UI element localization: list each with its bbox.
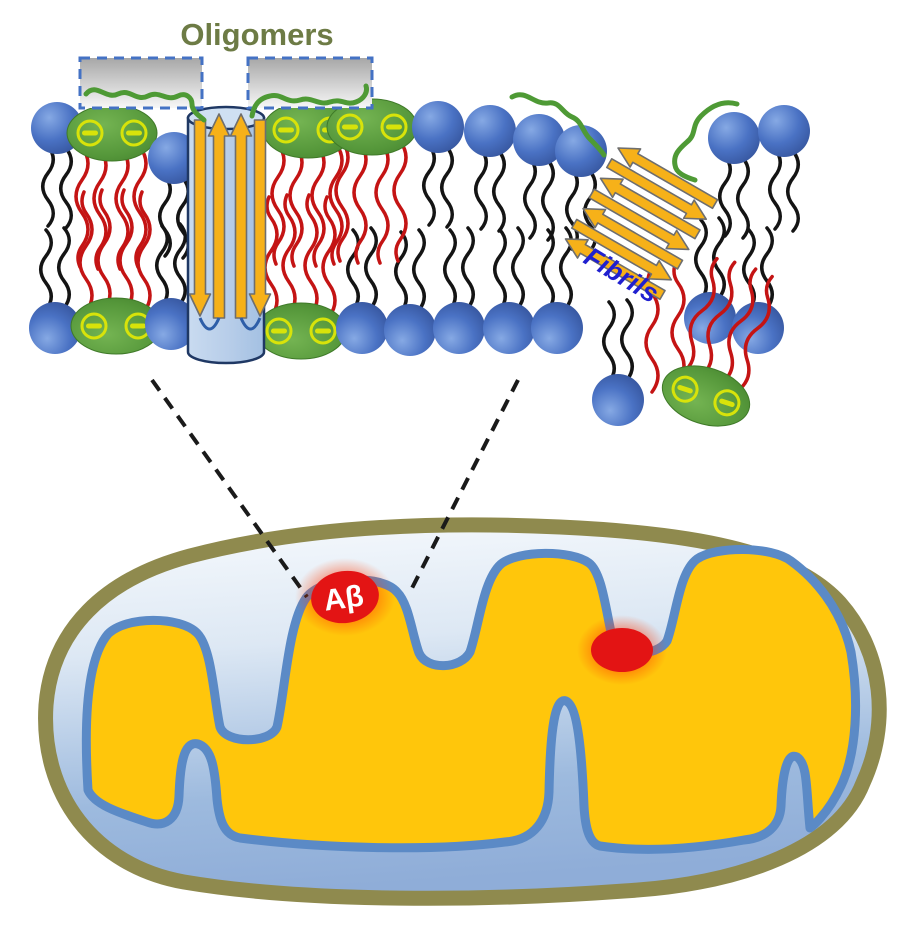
- phospholipid: [708, 112, 760, 238]
- abeta-label: Aβ: [322, 579, 366, 617]
- peptide-squiggle: [83, 87, 207, 123]
- phospholipid: [384, 230, 436, 356]
- phospholipid: [483, 228, 535, 354]
- abeta-spot-labeled: Aβ: [295, 558, 395, 636]
- zoom-connectors: [150, 378, 520, 599]
- amyloid-pore: [186, 105, 272, 365]
- phospholipid: [433, 228, 485, 354]
- membrane-diagram: Oligomers Fibrils: [29, 17, 810, 437]
- pore-strand-loops: [198, 317, 262, 331]
- red-oval: [591, 628, 653, 672]
- oligomer-region: Oligomers: [78, 17, 374, 123]
- phospholipid: [513, 114, 565, 240]
- fibril-stack: [564, 147, 719, 301]
- zoom-dashed-line-left: [150, 378, 309, 599]
- abeta-oval: [311, 570, 379, 624]
- phospholipid: [758, 105, 810, 231]
- oligomers-label: Oligomers: [180, 17, 333, 52]
- mitochondrion: [38, 517, 887, 906]
- peptide-squiggle: [249, 83, 369, 119]
- zoom-dashed-line-right: [407, 379, 520, 595]
- peptide-squiggle: [672, 100, 740, 183]
- oligomer-box-left: [78, 56, 204, 110]
- matrix-cristae: [81, 545, 861, 854]
- phospholipid: [592, 300, 644, 426]
- inner-leaflet: [29, 190, 583, 359]
- red-acyl-tail: [670, 260, 686, 384]
- phospholipid: [412, 101, 464, 227]
- abeta-spot-unlabeled: [577, 615, 667, 685]
- peptide-squiggle: [509, 92, 607, 158]
- beta-strand-arrows: [188, 113, 272, 319]
- phospholipid: [732, 228, 784, 354]
- phospholipid: [464, 105, 516, 231]
